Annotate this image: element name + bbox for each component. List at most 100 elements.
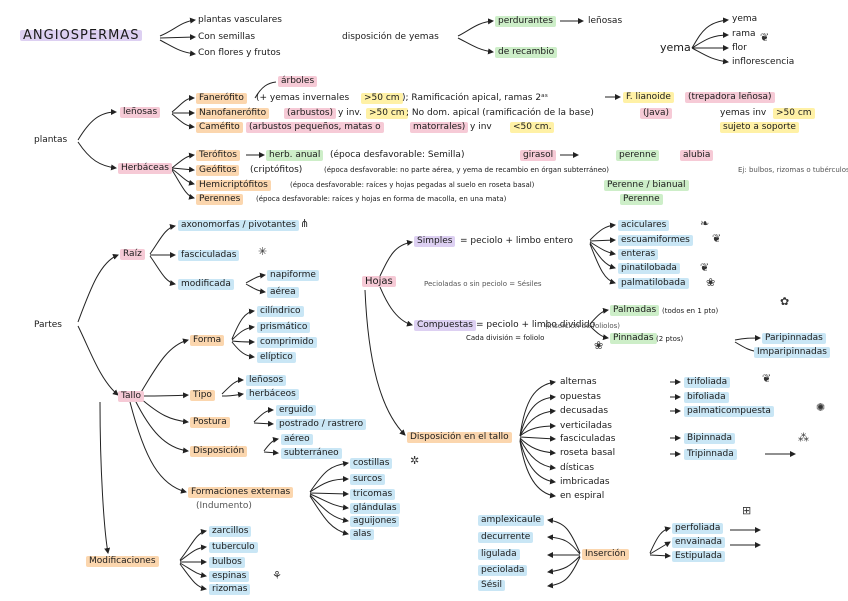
disp-roseta-basal: roseta basal	[560, 448, 616, 458]
insercion-perfoliada: perfoliada	[672, 523, 724, 534]
formacion-alas: alas	[350, 529, 375, 540]
compuestas-note: (inserción de foliolos)	[545, 322, 621, 330]
simples-pinatilobada: pinatilobada	[618, 263, 680, 274]
raiz-aerea: aérea	[267, 287, 299, 298]
disp-en-espiral: en espiral	[560, 491, 605, 501]
geofitos: Geófitos	[196, 165, 240, 176]
tallo: Tallo	[118, 391, 145, 402]
herbaceas: Herbáceas	[118, 163, 172, 174]
tero-girasol: girasol	[520, 150, 557, 161]
tero-text-b: (época desfavorable: Semilla)	[330, 150, 465, 160]
angio-branch-3: Con flores y frutos	[198, 48, 281, 58]
hojas: Hojas	[362, 276, 396, 287]
per-text-b: Perenne	[620, 194, 663, 205]
geo-example: Ej: bulbos, rizomas o tubérculos	[738, 166, 848, 174]
recambio: de recambio	[495, 47, 558, 58]
raiz-modificada: modificada	[178, 279, 234, 290]
disp-imbricadas: imbricadas	[560, 477, 610, 487]
tero-perenne: perenne	[616, 150, 660, 161]
formacion-costillas: costillas	[350, 458, 393, 469]
forma-cilindrico: cilíndrico	[257, 306, 304, 317]
nanofanerofito: Nanofanerófito	[196, 108, 270, 119]
disposicion-aereo: aéreo	[281, 434, 313, 445]
perennes: Perennes	[196, 194, 244, 205]
insercion-peciolada: peciolada	[478, 565, 528, 576]
yema-item-1: yema	[732, 14, 758, 24]
palmadas: Palmadas	[610, 305, 660, 316]
palmadas-note: (todos en 1 pto)	[662, 307, 719, 315]
leaf-icon: ❦	[760, 31, 770, 44]
root-icon: ✳	[258, 245, 268, 258]
fanero-text-a: (+ yemas invernales	[256, 93, 350, 103]
tipo-lenosos: leñosos	[246, 375, 287, 386]
yema-item-2: rama	[732, 29, 756, 39]
liana-side-b: >50 cm	[773, 108, 815, 119]
partes-root: Partes	[34, 320, 62, 330]
leaf-icon: ❦	[712, 232, 722, 245]
tero-alubia: alubia	[680, 150, 714, 161]
plant-icon: ⚘	[272, 569, 282, 582]
insercion-envainada: envainada	[672, 537, 726, 548]
disp-opuestas: opuestas	[560, 392, 601, 402]
formacion-aguijones: aguijones	[350, 516, 400, 527]
postura-erguido: erguido	[276, 405, 317, 416]
plant-icon: ✲	[410, 454, 420, 467]
insercion-sesil: Sésil	[478, 580, 505, 591]
plant-icon: ⊞	[742, 504, 752, 517]
forma-comprimido: comprimido	[257, 337, 317, 348]
disp-alternas: alternas	[560, 377, 597, 387]
disposicion-subterraneo: subterráneo	[281, 448, 342, 459]
came-text-c: y inv	[470, 122, 492, 132]
leaf-icon: ❀	[706, 276, 716, 289]
trifoliada: trifoliada	[684, 377, 731, 388]
palmaticompuesta: palmaticompuesta	[684, 406, 774, 417]
tero-anual: herb. anual	[266, 150, 324, 161]
root-icon: ⋔	[300, 217, 310, 230]
insercion-estipulada: Estipulada	[672, 551, 726, 562]
insercion-decurrente: decurrente	[478, 532, 534, 543]
raiz-napiforme: napiforme	[267, 270, 319, 281]
per-text-a: (época desfavorable: raíces y hojas en f…	[256, 195, 507, 203]
plantas-root: plantas	[34, 135, 68, 145]
leaf-icon: ❦	[762, 372, 772, 385]
paripinnadas: Paripinnadas	[762, 333, 826, 344]
angio-branch-2: Con semillas	[198, 32, 256, 42]
modif-zarcillos: zarcillos	[209, 526, 252, 537]
tipo-herbaceos: herbáceos	[246, 389, 299, 400]
leaf-icon: ❦	[700, 261, 710, 274]
insercion: Inserción	[582, 549, 629, 560]
hemi-text-b: Perenne / bianual	[604, 180, 689, 191]
formaciones-externas: Formaciones externas	[188, 487, 294, 498]
disposicion: Disposición	[190, 446, 248, 457]
nano-height: >50 cm	[366, 108, 408, 119]
terofitos: Terófitos	[196, 150, 240, 161]
pinnadas-note: (2 ptos)	[656, 335, 684, 343]
disposicion-en-el-tallo: Disposición en el tallo	[407, 432, 512, 443]
nano-java: (Java)	[640, 108, 673, 119]
nano-text-b: y inv.	[338, 108, 362, 118]
plant-icon: ⁂	[798, 431, 809, 444]
disp-decusadas: decusadas	[560, 406, 609, 416]
liana-label: F. lianoide	[623, 92, 674, 103]
page-title: ANGIOSPERMAS	[20, 29, 143, 42]
modif-espinas: espinas	[209, 571, 250, 582]
flower-icon: ✺	[816, 401, 826, 414]
raiz-fasciculadas: fasciculadas	[178, 250, 240, 261]
compuestas-def: = peciolo + limbo dividido	[476, 320, 596, 330]
fanero-height: >50 cm	[361, 93, 403, 104]
simples-escuamiformes: escuamiformes	[618, 235, 693, 246]
came-text-b: matorrales)	[410, 122, 469, 133]
fanerofito: Fanerófito	[196, 93, 247, 104]
bipinnada: Bipinnada	[684, 433, 736, 444]
forma-eliptico: elíptico	[257, 352, 296, 363]
camefito: Caméfito	[196, 122, 243, 133]
compuestas: Compuestas	[414, 320, 476, 331]
modificaciones: Modificaciones	[86, 556, 159, 567]
postura: Postura	[190, 417, 230, 428]
raiz: Raíz	[120, 249, 145, 260]
hemi-text-a: (época desfavorable: raíces y hojas pega…	[290, 181, 535, 189]
raiz-axonomorfas: axonomorfas / pivotantes	[178, 220, 299, 231]
tipo: Tipo	[190, 390, 215, 401]
